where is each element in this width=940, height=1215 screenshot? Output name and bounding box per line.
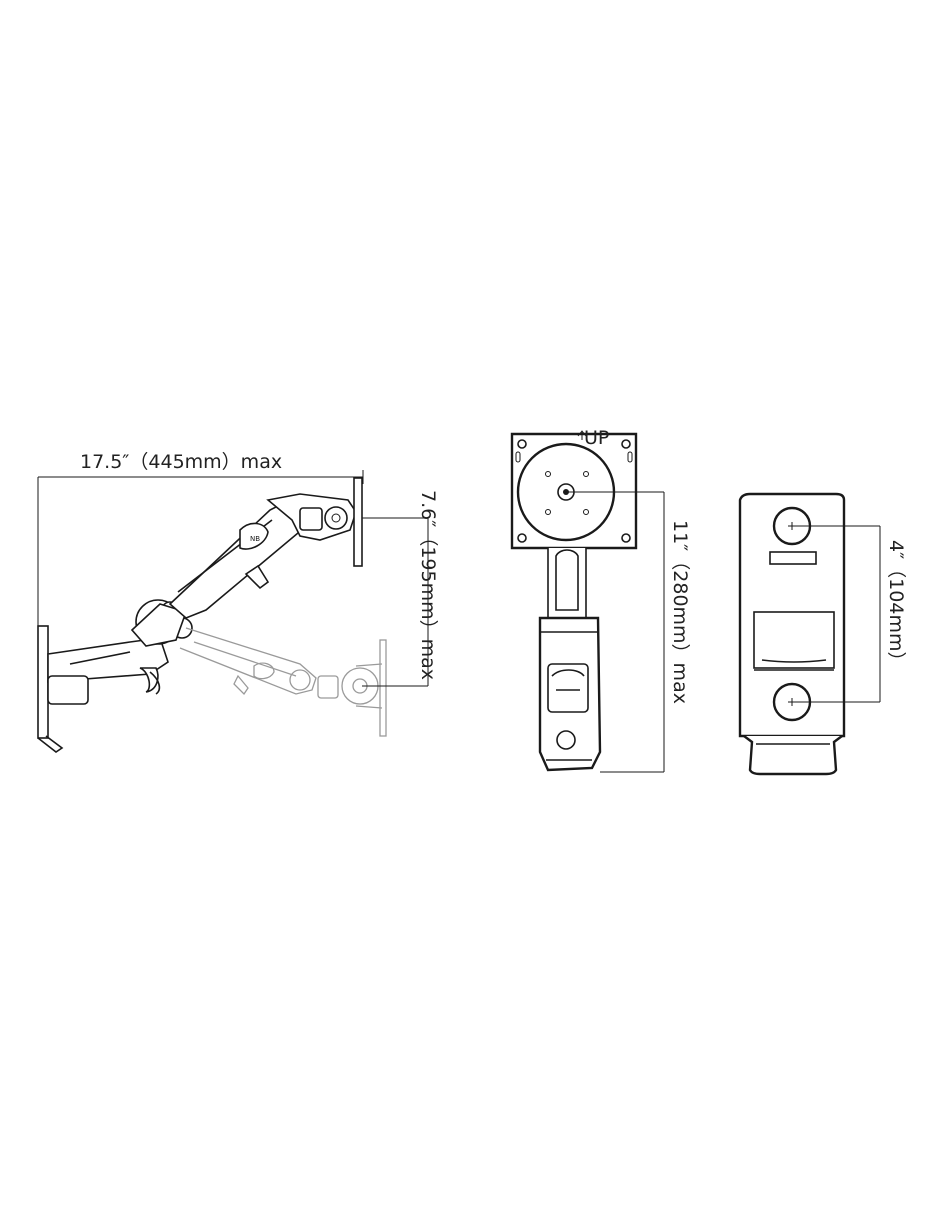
plate-up-mark: UP [584, 427, 609, 449]
vertical-length-label: 11″（280mm）max [669, 520, 691, 704]
arm-reach-label: 17.5″（445mm）max [80, 451, 282, 473]
front-view-mount-icon [510, 430, 665, 773]
side-view-arm-icon: NB [37, 470, 429, 753]
wall-plate-icon [738, 492, 881, 776]
hole-spacing-label: 4″（104mm） [885, 540, 907, 670]
svg-text:NB: NB [250, 535, 260, 543]
height-adjust-label: 7.6″（195mm）max [417, 490, 439, 680]
